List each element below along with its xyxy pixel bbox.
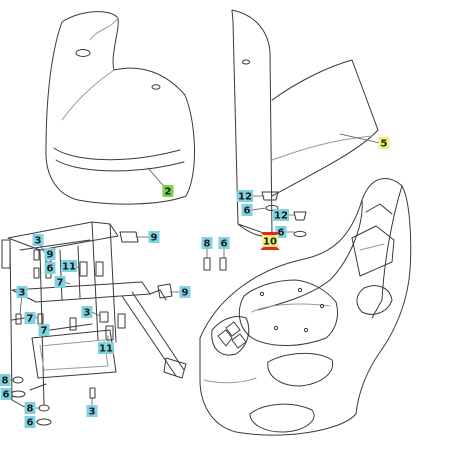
callout-box — [54, 276, 66, 288]
callout-box — [162, 185, 174, 197]
callout-12: 12 — [237, 190, 253, 203]
callout-9: 9 — [179, 286, 191, 299]
fasteners-left — [10, 231, 227, 426]
callout-number: 6 — [47, 264, 54, 275]
callout-number: 3 — [89, 407, 96, 418]
callout-number: 9 — [47, 250, 54, 261]
callout-8: 8 — [24, 402, 36, 415]
callout-number: 6 — [221, 239, 228, 250]
callout-box — [32, 234, 44, 246]
callout-number: 12 — [238, 192, 252, 203]
callout-3: 3 — [16, 286, 28, 299]
callout-number: 3 — [84, 308, 91, 319]
callout-11: 11 — [61, 260, 77, 273]
callout-7: 7 — [24, 312, 36, 325]
callout-7: 7 — [54, 276, 66, 289]
callout-9: 9 — [44, 248, 56, 261]
callout-number: 7 — [41, 326, 48, 337]
callout-2: 2 — [162, 185, 174, 198]
callout-6: 6 — [24, 416, 36, 429]
callout-box — [24, 416, 36, 428]
callout-number: 2 — [165, 187, 172, 198]
callout-box — [218, 237, 230, 249]
callout-number: 6 — [3, 390, 10, 401]
callout-box — [275, 226, 287, 238]
callout-12: 12 — [273, 209, 289, 222]
callout-3: 3 — [86, 405, 98, 418]
callout-box — [38, 324, 50, 336]
callout-6: 6 — [218, 237, 230, 250]
callout-number: 8 — [204, 239, 211, 250]
callout-box — [44, 248, 56, 260]
callout-number: 7 — [27, 314, 34, 325]
front-shield-cover — [45, 11, 195, 205]
callout-number: 10 — [263, 237, 277, 248]
callout-number: 11 — [62, 262, 76, 273]
callout-number: 6 — [278, 228, 285, 239]
leg-shield-body — [199, 178, 412, 436]
callout-number: 8 — [2, 376, 9, 387]
callout-number: 3 — [19, 288, 26, 299]
callout-box — [241, 204, 253, 216]
callout-box — [237, 190, 253, 202]
callout-6: 6 — [275, 226, 287, 239]
callout-number: 3 — [35, 236, 42, 247]
callout-box — [98, 342, 114, 354]
callout-box — [24, 402, 36, 414]
callout-11: 11 — [98, 342, 114, 355]
callout-3: 3 — [81, 306, 93, 319]
callout-number: 11 — [99, 344, 113, 355]
callout-number: 8 — [27, 404, 34, 415]
inner-panel — [231, 9, 379, 237]
callout-box — [86, 405, 98, 417]
callout-9: 9 — [148, 231, 160, 244]
callout-number: 7 — [57, 278, 64, 289]
callout-box — [61, 260, 77, 272]
mounting-frame — [1, 221, 187, 411]
callout-number: 12 — [274, 211, 288, 222]
callout-8: 8 — [201, 237, 213, 250]
callout-number: 9 — [151, 233, 158, 244]
callout-box — [16, 286, 28, 298]
callout-box — [81, 306, 93, 318]
callout-6: 6 — [0, 388, 12, 401]
callout-number: 9 — [182, 288, 189, 299]
callout-7: 7 — [38, 324, 50, 337]
callout-box — [378, 137, 390, 149]
callout-box — [273, 209, 289, 221]
callout-box — [0, 388, 12, 400]
callout-number: 6 — [27, 418, 34, 429]
callout-box — [148, 231, 160, 243]
callout-box — [0, 374, 11, 386]
callout-number: 5 — [381, 139, 388, 150]
callout-8: 8 — [0, 374, 11, 387]
callout-6: 6 — [44, 262, 56, 275]
callout-box — [24, 312, 36, 324]
callout-box — [201, 237, 213, 249]
callout-6: 6 — [241, 204, 253, 217]
callout-10: 10 — [260, 232, 280, 250]
callout-3: 3 — [32, 234, 44, 247]
callout-5: 5 — [378, 137, 390, 150]
callout-box — [44, 262, 56, 274]
callout-number: 6 — [244, 206, 251, 217]
callout-box — [179, 286, 191, 298]
callout-box — [262, 235, 278, 247]
